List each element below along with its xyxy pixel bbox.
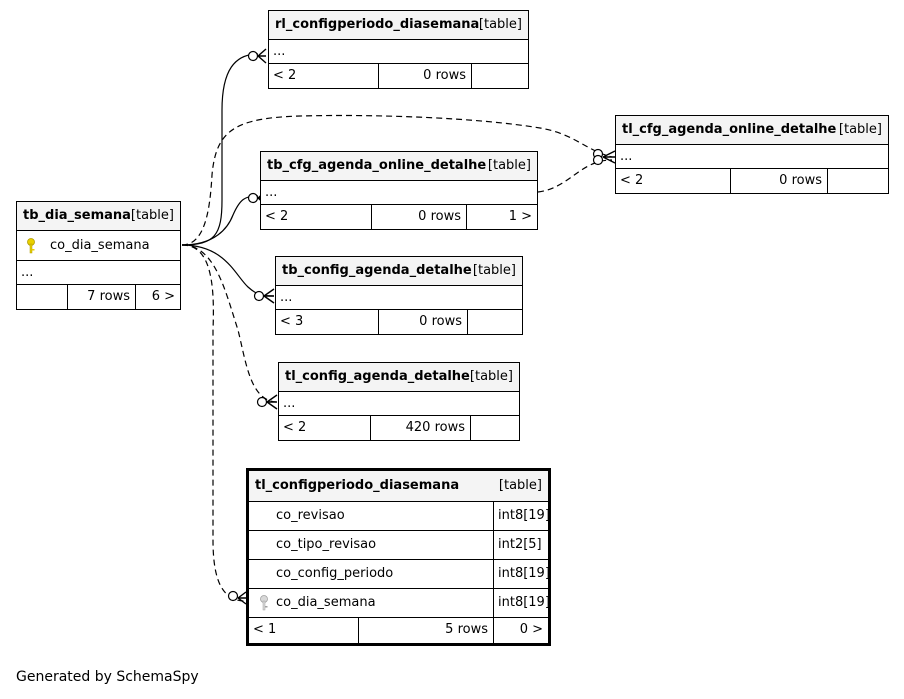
more-columns: ... [616, 145, 888, 169]
parents-count [17, 285, 21, 309]
table-tb-config-agenda-detalhe[interactable]: tb_config_agenda_detalhe [table] ... < 3… [275, 256, 523, 335]
table-name: tl_configperiodo_diasemana [255, 478, 460, 493]
table-header: rl_configperiodo_diasemana [table] [269, 11, 528, 40]
table-tl-config-agenda-detalhe[interactable]: tl_config_agenda_detalhe [table] ... < 2… [278, 362, 520, 441]
column-name: co_revisao [276, 508, 345, 523]
crowfoot-marker [602, 150, 616, 164]
table-type: [table] [487, 158, 531, 173]
table-name: rl_configperiodo_diasemana [275, 17, 480, 32]
column-type: int2[5] [498, 537, 542, 552]
more-columns: ... [17, 261, 180, 285]
table-footer: < 2 0 rows 1 > [261, 205, 537, 229]
table-rl-configperiodo-diasemana[interactable]: rl_configperiodo_diasemana [table] ... <… [268, 10, 529, 89]
row-count: 0 rows [779, 173, 822, 188]
column-type: int8[19] [498, 566, 550, 581]
table-type: [table] [498, 478, 542, 493]
table-name: tl_cfg_agenda_online_detalhe [622, 122, 837, 137]
table-tl-cfg-agenda-online-detalhe[interactable]: tl_cfg_agenda_online_detalhe [table] ...… [615, 115, 889, 194]
children-count: 6 > [151, 289, 175, 304]
table-type: [table] [472, 263, 516, 278]
more-columns: ... [269, 40, 528, 64]
optional-marker [256, 396, 268, 408]
table-tl-configperiodo-diasemana[interactable]: tl_configperiodo_diasemana [table] co_re… [246, 468, 551, 646]
children-count [827, 169, 888, 193]
children-count: 0 > [519, 622, 543, 637]
optional-marker [247, 192, 259, 204]
table-name: tl_config_agenda_detalhe [285, 369, 470, 384]
table-footer: < 2 0 rows [616, 169, 888, 193]
relation-rl-configperiodo [181, 53, 259, 246]
children-count [471, 64, 528, 88]
parents-count: < 2 [620, 173, 644, 188]
table-name: tb_cfg_agenda_online_detalhe [267, 158, 487, 173]
table-header: tl_configperiodo_diasemana [table] [249, 471, 548, 502]
table-type: [table] [130, 208, 174, 223]
column-name: co_dia_semana [50, 238, 150, 253]
table-header: tl_config_agenda_detalhe [table] [279, 363, 519, 392]
crowfoot-marker [257, 48, 267, 64]
column-type: int8[19] [498, 595, 550, 610]
column-name: co_dia_semana [276, 595, 376, 610]
table-header: tb_cfg_agenda_online_detalhe [table] [261, 152, 537, 181]
table-tb-cfg-agenda-online-detalhe[interactable]: tb_cfg_agenda_online_detalhe [table] ...… [260, 151, 538, 230]
crowfoot-marker [266, 394, 278, 410]
table-footer: 7 rows 6 > [17, 285, 180, 309]
table-name: tb_dia_semana [23, 208, 131, 223]
primary-key-icon [27, 238, 35, 254]
parents-count: < 1 [253, 622, 277, 637]
optional-marker [247, 50, 259, 62]
column-row[interactable]: co_config_periodo int8[19] [249, 560, 550, 589]
crowfoot-marker [237, 591, 247, 605]
row-count: 420 rows [405, 420, 465, 435]
table-footer: < 1 5 rows 0 > [249, 618, 548, 643]
column-name: co_tipo_revisao [276, 537, 377, 552]
relation-tl-cfg-agenda-online [181, 114, 613, 246]
children-count [470, 416, 519, 440]
generated-by-label: Generated by SchemaSpy [16, 669, 199, 685]
table-type: [table] [838, 122, 882, 137]
column-row[interactable]: co_dia_semana int8[19] [249, 589, 550, 618]
row-count: 7 rows [87, 289, 130, 304]
relation-tb-config-agenda-detalhe [181, 244, 275, 297]
table-footer: < 2 420 rows [279, 416, 519, 440]
table-type: [table] [478, 17, 522, 32]
children-count [467, 310, 522, 334]
row-count: 0 rows [419, 314, 462, 329]
relation-tl-configperiodo [181, 244, 245, 602]
optional-marker [253, 290, 265, 302]
table-name: tb_config_agenda_detalhe [282, 263, 472, 278]
row-count: 0 rows [418, 209, 461, 224]
relation-tb-cfg-to-tl-cfg [537, 159, 613, 193]
row-count: 0 rows [423, 68, 466, 83]
table-footer: < 2 0 rows [269, 64, 528, 88]
relation-tb-cfg-agenda-online [181, 195, 259, 246]
table-header: tl_cfg_agenda_online_detalhe [table] [616, 116, 888, 145]
column-name: co_config_periodo [276, 566, 394, 581]
optional-marker [592, 154, 604, 166]
relation-tl-config-agenda-detalhe [181, 244, 277, 403]
crowfoot-marker [263, 288, 275, 304]
column-row[interactable]: co_tipo_revisao int2[5] [249, 531, 548, 560]
column-row[interactable]: co_revisao int8[19] [249, 502, 550, 531]
table-tb-dia-semana[interactable]: tb_dia_semana [table] co_dia_semana ... … [16, 201, 181, 310]
table-footer: < 3 0 rows [276, 310, 522, 334]
more-columns: ... [261, 181, 537, 205]
row-count: 5 rows [445, 622, 488, 637]
more-columns: ... [276, 286, 522, 310]
optional-marker [227, 590, 239, 602]
table-type: [table] [469, 369, 513, 384]
parents-count: < 2 [283, 420, 307, 435]
parents-count: < 2 [265, 209, 289, 224]
column-type: int8[19] [498, 508, 550, 523]
children-count: 1 > [508, 209, 532, 224]
parents-count: < 3 [280, 314, 304, 329]
table-header: tb_dia_semana [table] [17, 202, 180, 231]
more-columns: ... [279, 392, 519, 416]
foreign-key-icon [260, 595, 268, 611]
table-header: tb_config_agenda_detalhe [table] [276, 257, 522, 286]
column-row[interactable]: co_dia_semana [17, 231, 180, 261]
parents-count: < 2 [273, 68, 297, 83]
